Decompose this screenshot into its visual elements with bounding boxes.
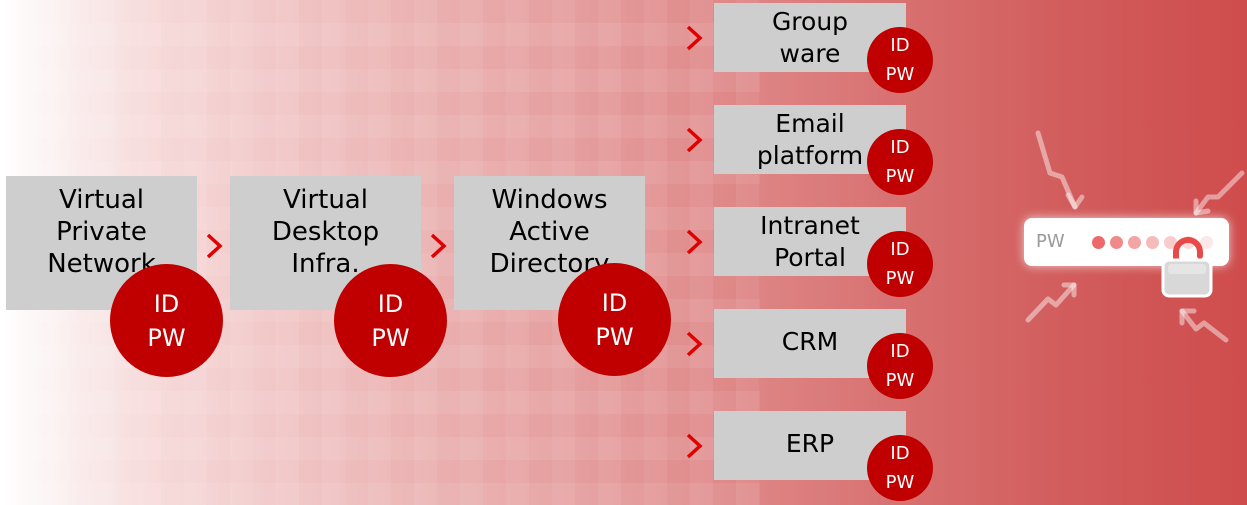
chevron-right-icon (686, 25, 703, 51)
box-label: Windows Active Directory (489, 185, 610, 279)
badge-id-text: ID (890, 35, 910, 56)
badge-pw-text: PW (885, 268, 915, 289)
badge-id-text: ID (890, 137, 910, 158)
password-dot (1092, 236, 1105, 249)
credential-badge-vdi: ID PW (334, 264, 447, 377)
credential-badge-crm: ID PW (867, 333, 933, 399)
badge-id-text: ID (890, 443, 910, 464)
chevron-right-icon (686, 127, 703, 153)
box-label: Intranet Portal (760, 211, 860, 272)
box-label: ERP (785, 429, 835, 458)
chevron-right-icon (686, 331, 703, 357)
badge-pw-text: PW (371, 323, 410, 352)
chevron-right-icon (206, 233, 223, 259)
password-dot (1128, 236, 1141, 249)
credential-badge-erp: ID PW (867, 435, 933, 501)
credential-badge-email: ID PW (867, 129, 933, 195)
chevron-right-icon (686, 433, 703, 459)
padlock-unlocked-icon (1161, 237, 1213, 298)
box-label: Email platform (756, 109, 864, 170)
badge-id-text: ID (377, 289, 404, 318)
credential-badge-vpn: ID PW (110, 264, 223, 377)
chevron-right-icon (430, 233, 447, 259)
box-label: Group ware (771, 7, 849, 68)
password-dot (1164, 236, 1177, 249)
box-label: Virtual Private Network (47, 185, 156, 279)
badge-id-text: ID (153, 289, 180, 318)
box-groupware: Group ware (714, 3, 906, 72)
badge-id-text: ID (890, 341, 910, 362)
badge-pw-text: PW (885, 472, 915, 493)
credential-badge-intranet: ID PW (867, 231, 933, 297)
chevron-right-icon (686, 229, 703, 255)
box-label: Virtual Desktop Infra. (271, 185, 380, 279)
lightning-arrow-icon (1025, 130, 1245, 343)
password-dot (1110, 236, 1123, 249)
box-label: CRM (781, 327, 839, 356)
badge-pw-text: PW (885, 64, 915, 85)
badge-pw-text: PW (595, 322, 634, 351)
password-dot (1146, 236, 1159, 249)
badge-pw-text: PW (885, 166, 915, 187)
credential-badge-groupware: ID PW (867, 27, 933, 93)
badge-pw-text: PW (885, 370, 915, 391)
password-label: PW (1036, 231, 1065, 252)
badge-id-text: ID (890, 239, 910, 260)
box-virtual-desktop-infra: Virtual Desktop Infra. (230, 176, 421, 310)
badge-pw-text: PW (147, 323, 186, 352)
credential-badge-ad: ID PW (558, 263, 671, 376)
badge-id-text: ID (601, 288, 628, 317)
password-field-graphic: PW (1024, 218, 1229, 266)
password-dot (1200, 236, 1213, 249)
box-virtual-private-network: Virtual Private Network (6, 176, 197, 310)
